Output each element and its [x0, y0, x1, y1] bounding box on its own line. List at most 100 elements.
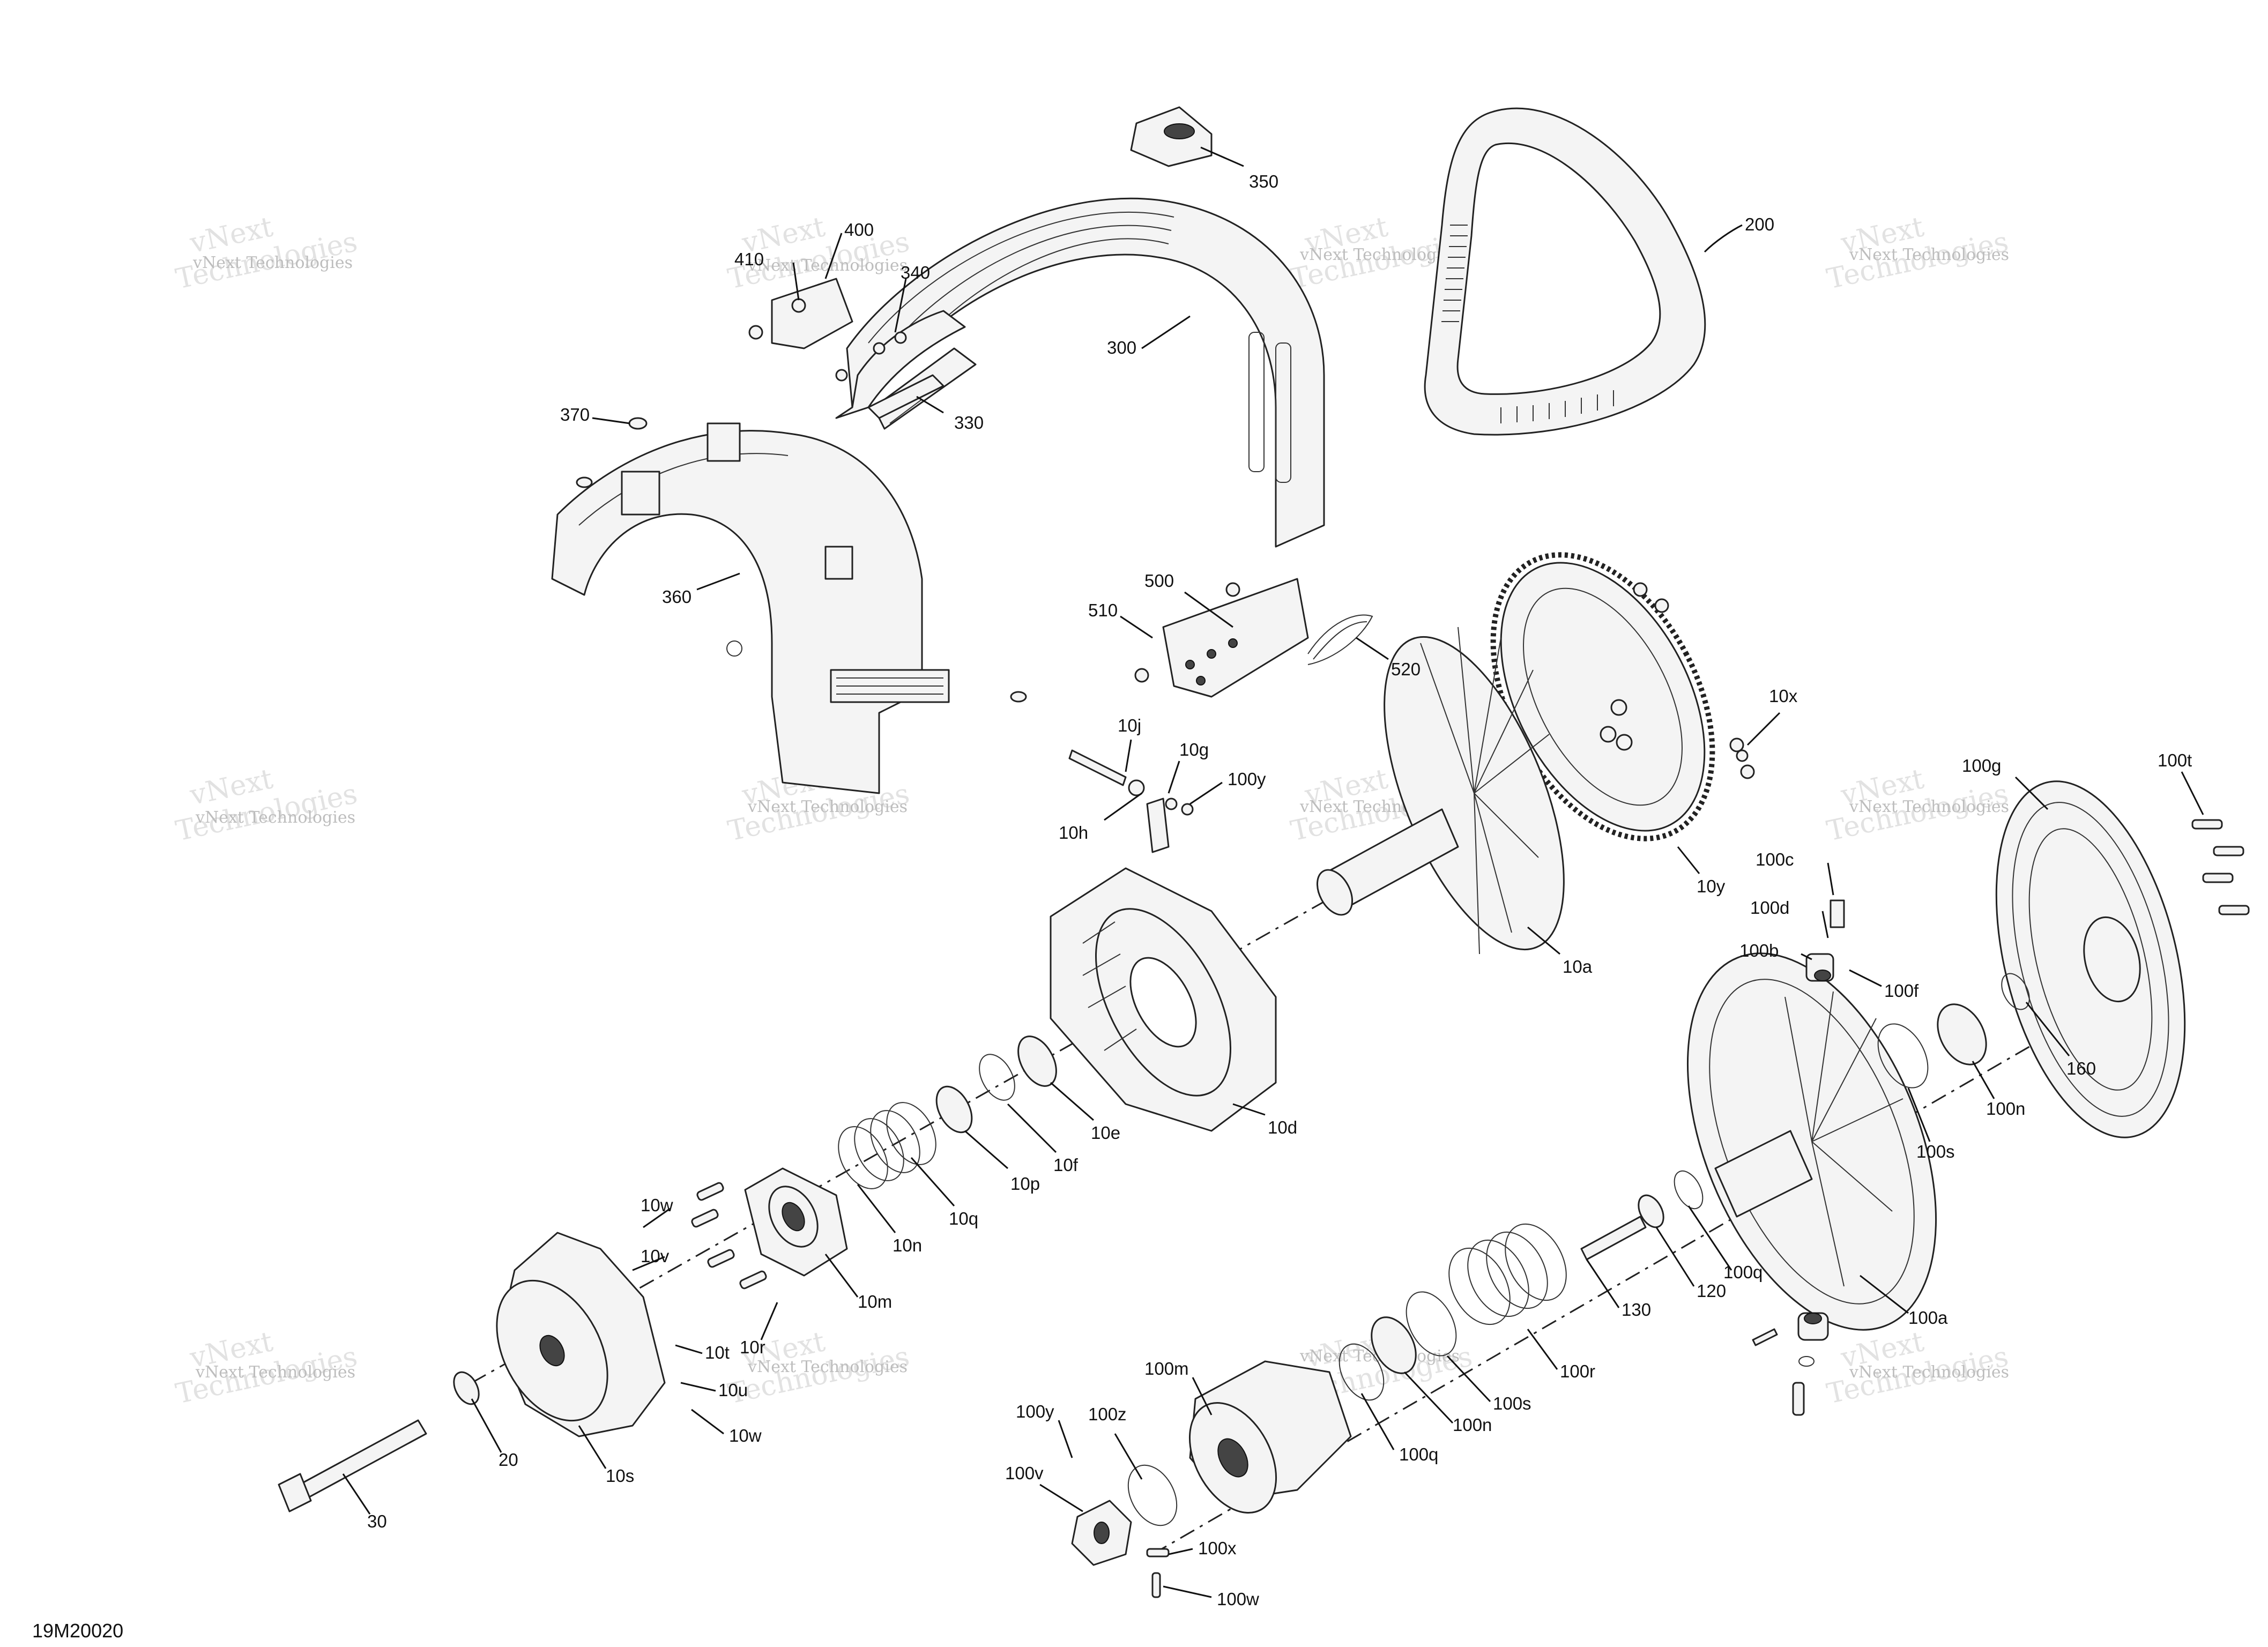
leader-370 — [592, 417, 630, 424]
belt-cogs — [1441, 225, 1614, 423]
callout-100z: 100z — [1088, 1404, 1127, 1424]
callout-10y: 10y — [1697, 876, 1726, 896]
callout-120: 120 — [1697, 1281, 1726, 1301]
leader-100d — [1821, 911, 1829, 938]
drive-pulley-small-parts — [278, 1035, 1057, 1512]
callout-10h: 10h — [1059, 823, 1088, 843]
callout-100q-mid: 100q — [1399, 1444, 1438, 1464]
spring-100r — [1448, 1223, 1567, 1325]
callout-10w-bottom: 10w — [729, 1426, 762, 1445]
leader-120 — [1655, 1227, 1695, 1287]
watermark-small-5: vNext Technologies — [195, 808, 355, 827]
watermark-small-12: vNext Technologies — [1849, 1363, 2009, 1382]
callout-10w-top: 10w — [641, 1195, 673, 1215]
callout-100f: 100f — [1884, 981, 1919, 1001]
callout-100q-right: 100q — [1723, 1262, 1763, 1282]
nut-100v — [1071, 1500, 1132, 1566]
callout-10d: 10d — [1268, 1117, 1297, 1137]
leader-10m — [824, 1254, 859, 1298]
leader-350 — [1200, 146, 1244, 167]
callout-200: 200 — [1745, 214, 1774, 234]
leader-100f — [1849, 969, 1882, 987]
watermark-5: vNext Technologies — [173, 763, 360, 847]
callout-100s-mid: 100s — [1493, 1393, 1531, 1413]
leader-10h — [1104, 792, 1142, 821]
cover-10s — [496, 1232, 666, 1437]
callout-10m: 10m — [858, 1292, 892, 1311]
callout-340: 340 — [901, 263, 930, 282]
leader-100y-bottom — [1058, 1420, 1073, 1458]
bracket-assembly-500 — [1134, 578, 1373, 698]
leader-100v — [1039, 1484, 1083, 1512]
callout-100w: 100w — [1217, 1589, 1259, 1609]
callout-30: 30 — [367, 1511, 387, 1531]
ring-gear-10y — [1490, 552, 1715, 841]
driven-pulley-assembly — [1071, 780, 2250, 1598]
drive-belt-200 — [1424, 107, 1706, 436]
leader-10f — [1007, 1103, 1057, 1153]
callout-10f: 10f — [1053, 1155, 1079, 1175]
drive-pulley-axis — [471, 819, 1469, 1384]
leader-100w — [1163, 1585, 1212, 1598]
leader-10x — [1746, 712, 1781, 746]
leader-10d — [1232, 1103, 1266, 1116]
leader-330 — [916, 396, 944, 414]
callout-10q: 10q — [949, 1209, 978, 1228]
callout-10n: 10n — [893, 1235, 922, 1255]
callout-100s-right: 100s — [1916, 1142, 1955, 1161]
fixed-sheave-100a — [1686, 952, 1937, 1331]
leader-520 — [1356, 637, 1389, 660]
leader-100s-mid — [1446, 1355, 1491, 1403]
callout-100a: 100a — [1908, 1308, 1948, 1328]
leader-100x — [1168, 1548, 1193, 1555]
leader-100b — [1801, 953, 1812, 960]
leader-100m — [1192, 1377, 1213, 1415]
callout-500: 500 — [1144, 571, 1174, 591]
leader-100c — [1827, 862, 1834, 896]
watermark-1: vNext Technologies — [173, 211, 360, 295]
leader-10s — [578, 1425, 607, 1469]
watermark-small-9: vNext Technologies — [195, 1363, 355, 1382]
callout-360: 360 — [662, 587, 691, 607]
callout-510: 510 — [1088, 600, 1118, 620]
watermark-9: vNext Technologies — [173, 1325, 360, 1410]
watermark-small-6: vNext Technologies — [747, 798, 908, 816]
watermark-small-3: vNext Technologies — [1299, 245, 1460, 264]
leader-100n-right — [1972, 1061, 1995, 1099]
watermark-small-4: vNext Technologies — [1849, 245, 2009, 264]
watermark-4: vNext Technologies — [1824, 211, 2011, 295]
roller-100b — [1805, 899, 1845, 982]
callout-10a: 10a — [1563, 957, 1593, 977]
callout-10e: 10e — [1091, 1123, 1120, 1143]
spring-10n — [838, 1102, 936, 1189]
leader-100s-right — [1907, 1087, 1931, 1142]
leader-100q-right — [1687, 1205, 1732, 1271]
leader-510 — [1120, 615, 1153, 639]
leader-100g — [2014, 776, 2049, 810]
leader-100r — [1527, 1329, 1558, 1370]
leader-360 — [696, 572, 740, 591]
callout-10j: 10j — [1118, 716, 1141, 735]
callout-100g: 100g — [1962, 756, 2001, 776]
leader-30 — [342, 1473, 371, 1515]
callout-100n-right: 100n — [1986, 1099, 2025, 1119]
leader-10j — [1125, 739, 1132, 772]
watermark-small-10: vNext Technologies — [747, 1358, 908, 1376]
callout-400: 400 — [844, 220, 874, 240]
callout-100y-bottom: 100y — [1016, 1402, 1054, 1421]
spider-10m — [744, 1167, 848, 1277]
leader-10r — [760, 1302, 778, 1340]
watermark-small-1: vNext Technologies — [192, 254, 353, 272]
bolts-100t — [2191, 819, 2250, 915]
callout-10t: 10t — [705, 1343, 730, 1362]
leader-10u — [680, 1382, 716, 1392]
bolts-10w — [691, 1182, 767, 1290]
callout-10x: 10x — [1769, 686, 1798, 706]
bolt-30 — [278, 1419, 427, 1512]
callout-10u: 10u — [718, 1380, 748, 1400]
callout-10p: 10p — [1010, 1174, 1040, 1194]
cam-100m — [1188, 1360, 1352, 1514]
fixed-sheave-10a — [1316, 627, 1565, 955]
leader-10v — [632, 1256, 665, 1271]
